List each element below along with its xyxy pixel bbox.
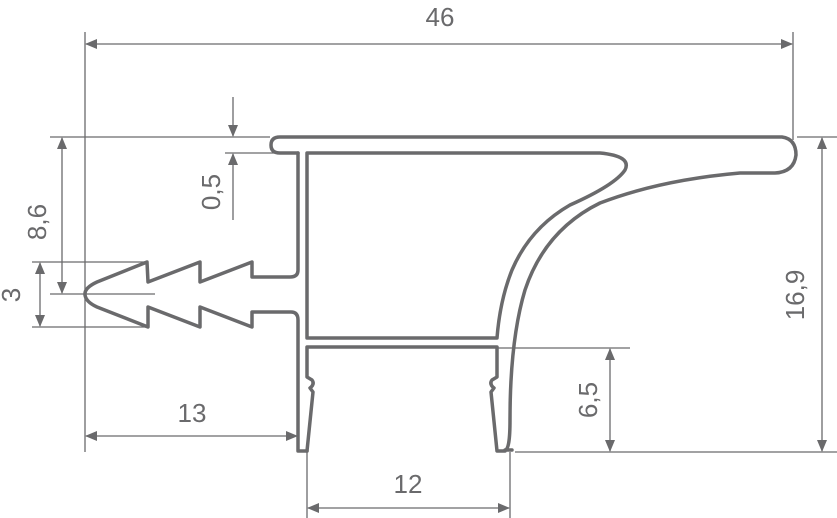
dimension-lip-thickness: 0,5	[196, 97, 280, 220]
profile-inner-chamber	[305, 151, 628, 340]
dimension-fin-offset: 8,6	[22, 137, 155, 295]
dimension-channel-width: 12	[306, 452, 511, 518]
label-channel-depth: 6,5	[573, 382, 603, 418]
label-lip-thickness: 0,5	[196, 174, 226, 210]
label-fin-height: 3	[0, 288, 26, 302]
dimension-total-height: 16,9	[50, 136, 837, 453]
label-fin-length: 13	[178, 398, 207, 428]
dimension-fin-length: 13	[85, 398, 298, 441]
profile-channel	[305, 345, 507, 453]
label-channel-width: 12	[394, 469, 423, 499]
dimension-fin-height: 3	[0, 261, 148, 328]
profile-top-cap	[269, 135, 798, 452]
label-fin-offset: 8,6	[22, 204, 52, 240]
label-total-height: 16,9	[780, 270, 810, 321]
dimension-channel-depth: 6,5	[497, 347, 630, 452]
label-total-width: 46	[426, 2, 455, 32]
dimension-total-width: 46	[84, 2, 794, 452]
